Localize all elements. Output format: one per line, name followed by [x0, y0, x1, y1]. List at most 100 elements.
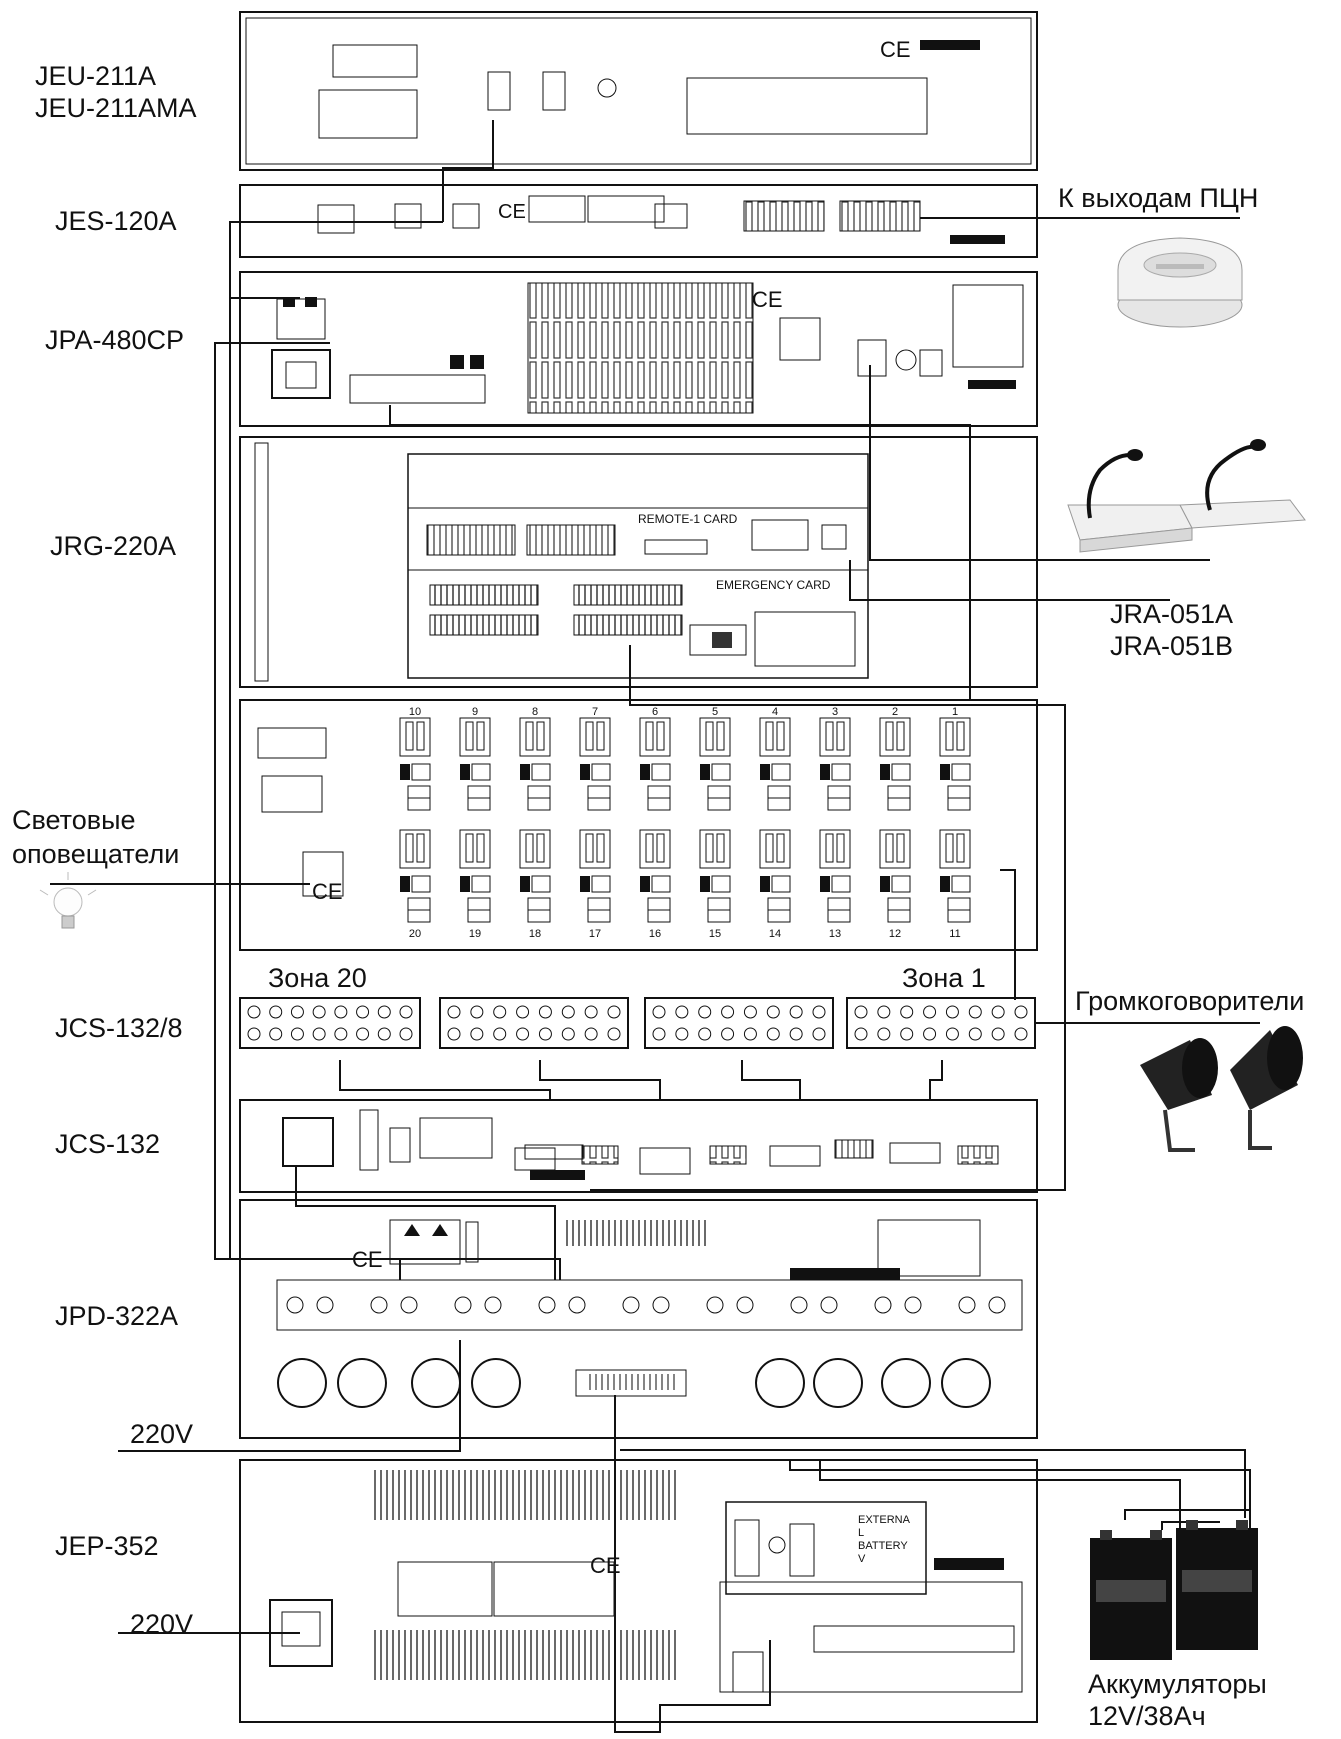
jeu-211ama-label: JEU-211AMA: [35, 93, 197, 123]
opt-switch: [580, 764, 590, 780]
speaker-terminal-strips: [239, 997, 1036, 1049]
terminal-screw: [607, 1005, 621, 1019]
amp-terminal: [639, 829, 671, 869]
terminal-screw: [812, 1005, 826, 1019]
opt-switch: [940, 876, 950, 892]
ce-mark-jeu: CE: [880, 37, 911, 62]
fuse-holder: [652, 1296, 670, 1314]
terminal-screw: [923, 1005, 937, 1019]
terminal-screw: [766, 1005, 780, 1019]
opt-switch: [700, 876, 710, 892]
fuse-holder: [736, 1296, 754, 1314]
zone-number-top: 2: [892, 706, 898, 718]
light-alarms-label-1: Световые: [12, 805, 136, 835]
terminal-screw: [584, 1005, 598, 1019]
terminal-screw: [312, 1005, 326, 1019]
terminal-screw: [698, 1005, 712, 1019]
zone-number-bottom: 19: [469, 928, 481, 940]
zone-number-bottom: 14: [769, 928, 781, 940]
circuit-breaker-knob: [813, 1358, 863, 1408]
opt-switch: [760, 764, 770, 780]
circuit-breaker-knob: [277, 1358, 327, 1408]
amp-terminal: [579, 717, 611, 757]
opt-switch: [760, 876, 770, 892]
jes-120a-label: JES-120A: [55, 206, 177, 236]
terminal-screw: [447, 1005, 461, 1019]
terminal-screw: [812, 1027, 826, 1041]
zone-number-top: 4: [772, 706, 778, 718]
terminal-screw: [377, 1005, 391, 1019]
terminal-screw: [470, 1005, 484, 1019]
jcs-132-8-label: JCS-132/8: [55, 1013, 183, 1043]
terminal-screw: [968, 1005, 982, 1019]
terminal-screw: [789, 1005, 803, 1019]
opt-switch: [400, 876, 410, 892]
fuse-holder: [484, 1296, 502, 1314]
terminal-screw: [470, 1027, 484, 1041]
fuse-holder: [286, 1296, 304, 1314]
external-battery-text-4: V: [858, 1553, 866, 1565]
external-battery-text-1: EXTERNA: [858, 1514, 910, 1526]
zone-1-label: Зона 1: [902, 963, 986, 993]
terminal-screw: [766, 1027, 780, 1041]
terminal-screw: [447, 1027, 461, 1041]
terminal-screw: [991, 1005, 1005, 1019]
terminal-screw: [698, 1027, 712, 1041]
terminal-screw: [900, 1027, 914, 1041]
zone-number-top: 9: [472, 706, 478, 718]
zone-number-top: 3: [832, 706, 838, 718]
amp-terminal: [459, 829, 491, 869]
terminal-screw: [1014, 1005, 1028, 1019]
terminal-screw: [538, 1027, 552, 1041]
jep-352-panel: [239, 1459, 1038, 1723]
opt-switch: [580, 876, 590, 892]
ce-mark-jpa: CE: [752, 287, 783, 312]
terminal-screw: [854, 1027, 868, 1041]
circuit-breaker-knob: [337, 1358, 387, 1408]
terminal-screw: [290, 1005, 304, 1019]
circuit-breaker-knob: [755, 1358, 805, 1408]
terminal-screw: [854, 1005, 868, 1019]
terminal-screw: [743, 1005, 757, 1019]
zone-number-bottom: 20: [409, 928, 421, 940]
terminal-screw: [516, 1005, 530, 1019]
opt-switch: [700, 764, 710, 780]
terminal-screw: [312, 1027, 326, 1041]
terminal-screw: [652, 1005, 666, 1019]
light-alarms-label-2: оповещатели: [12, 839, 180, 869]
jeu-211a-label: JEU-211A: [35, 61, 157, 91]
horn-speaker-icon: [1140, 1026, 1303, 1152]
terminal-screw: [561, 1005, 575, 1019]
circuit-breaker-knob: [941, 1358, 991, 1408]
fuse-holder: [622, 1296, 640, 1314]
opt-switch: [820, 764, 830, 780]
fuse-holder: [316, 1296, 334, 1314]
fuse-holder: [988, 1296, 1006, 1314]
jcs-132-label: JCS-132: [55, 1129, 161, 1159]
fuse-holder: [538, 1296, 556, 1314]
remote-card-text: REMOTE-1 CARD: [638, 512, 738, 526]
amp-terminal: [819, 717, 851, 757]
terminal-screw: [290, 1027, 304, 1041]
amp-terminal: [519, 717, 551, 757]
fuse-holder: [370, 1296, 388, 1314]
mains-220v-label-1: 220V: [130, 1419, 194, 1449]
circuit-breaker-knob: [881, 1358, 931, 1408]
opt-switch: [400, 764, 410, 780]
terminal-screw: [493, 1027, 507, 1041]
zone-number-bottom: 17: [589, 928, 601, 940]
terminal-screw: [968, 1027, 982, 1041]
jcs-132-panel: [239, 1099, 1038, 1193]
ce-mark-jes: CE: [498, 201, 526, 223]
ce-mark-jcs: CE: [312, 879, 343, 904]
amp-terminal: [639, 717, 671, 757]
fuse-holder: [568, 1296, 586, 1314]
fuse-holder: [874, 1296, 892, 1314]
zone-number-bottom: 16: [649, 928, 661, 940]
terminal-screw: [399, 1005, 413, 1019]
jpd-322a-panel: [239, 1199, 1038, 1439]
fire-panel-outputs-label: К выходам ПЦН: [1058, 183, 1259, 213]
terminal-screw: [945, 1027, 959, 1041]
